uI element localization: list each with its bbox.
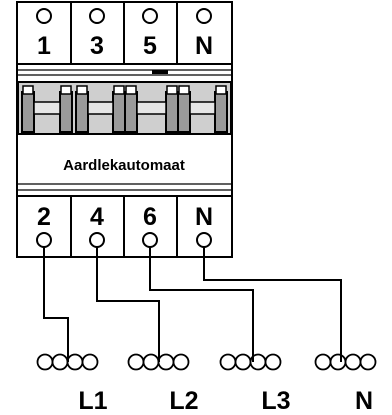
busbar-label-l3: L3: [261, 387, 290, 415]
bottom-terminal-label: 6: [143, 203, 157, 231]
bottom-terminal-screw-icon: [89, 232, 105, 248]
top-terminal-label: N: [195, 32, 213, 60]
busbar-label-l1: L1: [78, 387, 107, 415]
top-terminals: 1 3 5 N: [36, 8, 213, 60]
bottom-terminals: 2 4 6 N: [36, 203, 213, 248]
switch-module-2: [75, 85, 126, 133]
switch-module-1: [21, 85, 73, 133]
busbar-l1: [36, 353, 99, 371]
wires: [43, 247, 342, 358]
top-terminal-label: 3: [90, 32, 104, 60]
wire-l2: [96, 247, 160, 358]
top-terminal-screw-icon: [89, 8, 105, 24]
busbar-label-n: N: [355, 387, 373, 415]
switch-band: [17, 81, 232, 135]
bottom-terminal-label: 2: [37, 203, 51, 231]
bottom-terminal-label: 4: [90, 203, 104, 231]
busbar-label-l2: L2: [169, 387, 198, 415]
top-terminal-label: 5: [143, 32, 157, 60]
bottom-terminal-screw-icon: [36, 232, 52, 248]
rcbo-device: [16, 1, 233, 258]
busbar-l2: [127, 353, 190, 371]
device-label: Aardlekautomaat: [63, 157, 185, 174]
busbar-l3: [219, 353, 282, 371]
top-terminal-screw-icon: [142, 8, 158, 24]
switch-module-3: [124, 85, 179, 133]
indicator-mark: [152, 70, 168, 74]
top-terminal-screw-icon: [196, 8, 212, 24]
wire-ends: [67, 350, 342, 362]
wire-n: [203, 247, 342, 358]
bottom-terminal-label: N: [195, 203, 213, 231]
top-terminal-label: 1: [37, 32, 51, 60]
busbar-n: [314, 353, 377, 371]
bottom-terminal-screw-icon: [196, 232, 212, 248]
bottom-terminal-screw-icon: [142, 232, 158, 248]
switch-module-4: [177, 85, 228, 133]
wire-l3: [149, 247, 254, 358]
wire-l1: [43, 247, 69, 358]
top-terminal-screw-icon: [36, 8, 52, 24]
